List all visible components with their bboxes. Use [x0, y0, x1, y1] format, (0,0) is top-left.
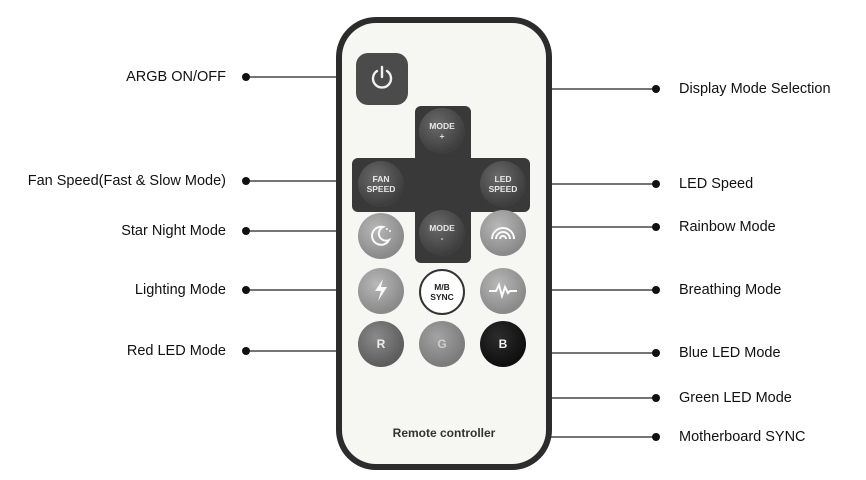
label-lighting: Lighting Mode: [134, 282, 226, 298]
power-button[interactable]: [356, 53, 408, 105]
mb-sync-button[interactable]: M/B SYNC: [419, 269, 465, 315]
label-fan-speed: Fan Speed(Fast & Slow Mode): [27, 173, 226, 189]
blue-button[interactable]: B: [480, 321, 526, 367]
mode-minus-button[interactable]: MODE -: [419, 210, 465, 256]
label-star-night: Star Night Mode: [121, 223, 226, 239]
label-display-mode: Display Mode Selection: [679, 81, 831, 97]
star-night-button[interactable]: [358, 213, 404, 259]
label-blue-led: Blue LED Mode: [679, 345, 781, 361]
remote-footer-text: Remote controller: [392, 426, 496, 440]
label-rainbow: Rainbow Mode: [679, 219, 776, 235]
label-led-speed: LED Speed: [679, 176, 754, 192]
red-button[interactable]: R: [358, 321, 404, 367]
label-argb-on-off: ARGB ON/OFF: [126, 69, 226, 85]
rainbow-button[interactable]: [480, 210, 526, 256]
label-green-led: Green LED Mode: [679, 390, 792, 406]
mode-plus-button[interactable]: MODE +: [419, 108, 465, 154]
lightning-icon: [371, 277, 391, 305]
green-button[interactable]: G: [419, 321, 465, 367]
label-breathing: Breathing Mode: [679, 282, 782, 298]
led-speed-button[interactable]: LED SPEED: [480, 161, 526, 207]
fan-speed-button[interactable]: FAN SPEED: [358, 161, 404, 207]
label-mb-sync: Motherboard SYNC: [679, 429, 806, 445]
rainbow-icon: [489, 222, 517, 244]
label-red-led: Red LED Mode: [126, 343, 226, 359]
lighting-button[interactable]: [358, 268, 404, 314]
moon-stars-icon: [368, 222, 394, 250]
breathing-button[interactable]: [480, 268, 526, 314]
heartbeat-icon: [488, 281, 518, 301]
power-icon: [368, 63, 396, 96]
